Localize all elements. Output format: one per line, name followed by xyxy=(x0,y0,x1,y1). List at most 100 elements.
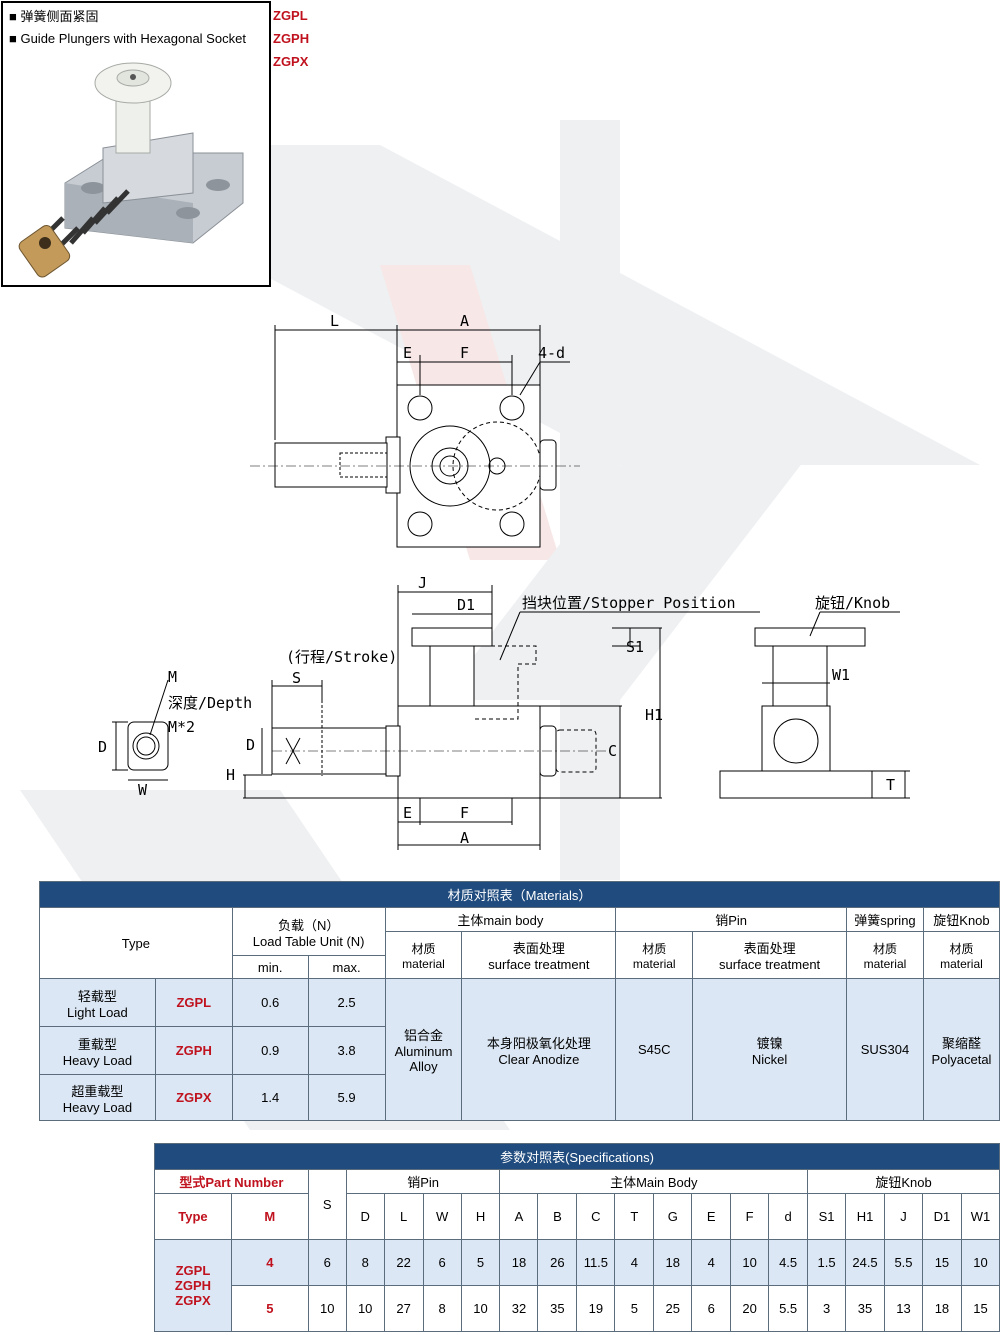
dim-F-front: F xyxy=(460,804,469,822)
type-col-header: Type xyxy=(154,1193,232,1240)
spec-value: 25 xyxy=(653,1285,693,1332)
spec-col-header: G xyxy=(653,1193,693,1240)
dim-D-side: D xyxy=(98,738,107,756)
product-photo xyxy=(18,62,244,278)
bullet-en: ■ Guide Plungers with Hexagonal Socket xyxy=(9,31,246,46)
spec-value: 11.5 xyxy=(576,1239,616,1286)
technical-drawings: L A E F 4-d J D1 挡块位置/Stopper Position 旋… xyxy=(98,312,910,850)
spec-value: 10 xyxy=(345,1285,385,1332)
load-max: 2.5 xyxy=(307,978,386,1027)
label-depth: 深度/Depth xyxy=(168,694,252,712)
spec-col-header: C xyxy=(576,1193,616,1240)
specs-title: 参数对照表(Specifications) xyxy=(154,1143,1000,1170)
type-header: Type xyxy=(39,907,233,979)
spec-value: 3 xyxy=(807,1285,847,1332)
code-zgpl: ZGPL xyxy=(273,8,308,23)
spec-value: 4.5 xyxy=(768,1239,809,1286)
dim-H: H xyxy=(226,766,235,784)
load-min: 0.9 xyxy=(231,1026,309,1075)
spec-value: 18 xyxy=(499,1239,539,1286)
s-header: S xyxy=(307,1169,347,1240)
dim-H1: H1 xyxy=(645,706,663,724)
pin-material: S45C xyxy=(615,978,694,1121)
m-col-header: M xyxy=(230,1193,309,1240)
spec-value: 18 xyxy=(653,1239,693,1286)
spec-col-header: S1 xyxy=(807,1193,847,1240)
spec-col-header: B xyxy=(537,1193,578,1240)
dim-W1: W1 xyxy=(832,666,850,684)
dim-A-front: A xyxy=(460,829,469,847)
dim-F-top: F xyxy=(460,344,469,362)
spec-col-header: T xyxy=(614,1193,655,1240)
spec-col-header: A xyxy=(499,1193,539,1240)
spec-value: 19 xyxy=(576,1285,616,1332)
spec-col-header: J xyxy=(884,1193,923,1240)
spec-value: 35 xyxy=(537,1285,578,1332)
dim-D1: D1 xyxy=(457,596,475,614)
spec-col-header: W1 xyxy=(960,1193,1000,1240)
spec-s: 6 xyxy=(307,1239,347,1286)
spec-col-header: d xyxy=(768,1193,809,1240)
spec-value: 22 xyxy=(383,1239,424,1286)
spec-value: 4 xyxy=(614,1239,655,1286)
min-header: min. xyxy=(231,955,309,979)
spec-value: 10 xyxy=(960,1239,1000,1286)
spec-m: 5 xyxy=(230,1285,309,1332)
dim-D-front: D xyxy=(246,736,255,754)
spec-value: 15 xyxy=(960,1285,1000,1332)
spec-value: 8 xyxy=(345,1239,385,1286)
dim-T: T xyxy=(886,776,895,794)
spec-value: 4 xyxy=(691,1239,732,1286)
part-number-header: 型式Part Number xyxy=(154,1169,309,1194)
spec-col-header: H xyxy=(460,1193,501,1240)
label-M2: M*2 xyxy=(168,718,195,736)
specifications-table: 参数对照表(Specifications) 型式Part Number S 销P… xyxy=(154,1143,1000,1332)
knob-header: 旋钮Knob xyxy=(922,907,1000,932)
dim-A-top: A xyxy=(460,312,469,330)
load-min: 1.4 xyxy=(231,1074,309,1121)
body-spec-header: 主体Main Body xyxy=(499,1169,809,1194)
spec-value: 10 xyxy=(460,1285,501,1332)
materials-title: 材质对照表（Materials） xyxy=(39,881,1000,908)
spec-value: 32 xyxy=(499,1285,539,1332)
dim-4d: 4-d xyxy=(538,344,565,362)
spec-col-header: D1 xyxy=(921,1193,962,1240)
spec-col-header: D xyxy=(345,1193,385,1240)
spec-value: 26 xyxy=(537,1239,578,1286)
type-code: ZGPX xyxy=(154,1074,233,1121)
load-max: 5.9 xyxy=(307,1074,386,1121)
spec-value: 13 xyxy=(884,1285,923,1332)
load-header: 负载（N）Load Table Unit (N) xyxy=(231,907,386,956)
spec-value: 1.5 xyxy=(807,1239,847,1286)
dim-E-top: E xyxy=(403,344,412,362)
spec-value: 15 xyxy=(921,1239,962,1286)
spec-col-header: H1 xyxy=(845,1193,885,1240)
spec-col-header: F xyxy=(730,1193,770,1240)
spec-value: 5 xyxy=(614,1285,655,1332)
spec-value: 20 xyxy=(730,1285,770,1332)
spec-col-header: E xyxy=(691,1193,732,1240)
model-codes: ZGPL ZGPH ZGPX xyxy=(273,4,309,73)
spec-value: 18 xyxy=(921,1285,962,1332)
spec-value: 8 xyxy=(422,1285,462,1332)
spec-value: 10 xyxy=(730,1239,770,1286)
spec-value: 5.5 xyxy=(768,1285,809,1332)
pin-header: 销Pin xyxy=(615,907,847,932)
